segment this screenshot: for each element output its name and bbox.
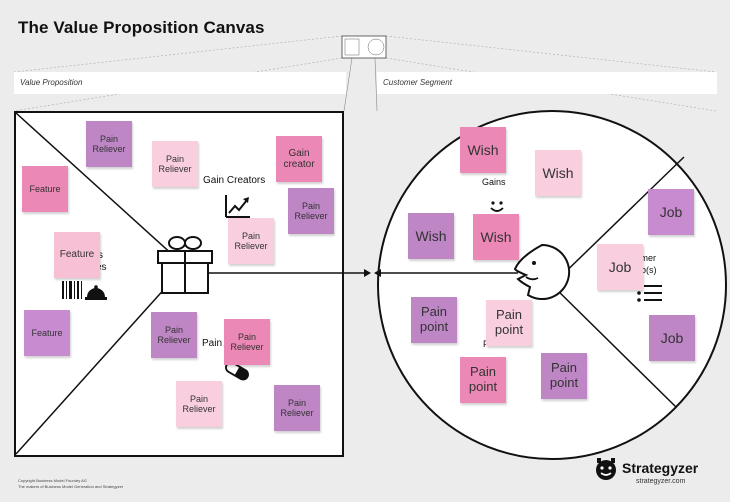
copyright-line-1: Copyright Business Model Foundry AG [18, 478, 87, 483]
sticky-note[interactable]: Job [649, 315, 695, 361]
customer-jobs-label-fragment-2: b(s) [641, 265, 657, 275]
copyright-line-2: The makers of Business Model Generation … [18, 484, 124, 489]
canvas-thumbnail [341, 35, 387, 59]
service-bell-icon [85, 285, 107, 300]
sticky-note[interactable]: Pain Reliever [274, 385, 320, 431]
sticky-note[interactable]: Pain point [460, 357, 506, 403]
sticky-note[interactable]: Pain point [411, 297, 457, 343]
sticky-note[interactable]: Wish [408, 213, 454, 259]
gift-icon [157, 236, 213, 294]
customer-segment-band: Customer Segment [377, 72, 717, 94]
gains-label: Gains [482, 177, 506, 187]
sticky-note[interactable]: Feature [54, 232, 100, 278]
products-label-fragment: s [98, 250, 103, 261]
sticky-note[interactable]: Job [597, 244, 643, 290]
smiley-icon [490, 201, 504, 212]
copyright-text: Copyright Business Model Foundry AG The … [18, 478, 123, 490]
sticky-note[interactable]: Pain Reliever [86, 121, 132, 167]
sticky-note[interactable]: Feature [22, 166, 68, 212]
sticky-note[interactable]: Pain Reliever [152, 141, 198, 187]
strategyzer-logo-icon [596, 458, 616, 480]
gain-creators-label: Gain Creators [203, 175, 266, 186]
sticky-note[interactable]: Pain Reliever [288, 188, 334, 234]
sticky-note[interactable]: Gain creator [276, 136, 322, 182]
sticky-note[interactable]: Job [648, 189, 694, 235]
pill-icon [225, 361, 249, 381]
customer-jobs-label-fragment-1: tomer [633, 253, 657, 263]
brand-name: Strategyzer [622, 460, 699, 476]
sticky-note[interactable]: Pain point [486, 300, 532, 346]
sticky-note[interactable]: Pain Reliever [224, 319, 270, 365]
gain-chart-icon [225, 195, 250, 218]
sticky-note[interactable]: Pain Reliever [228, 218, 274, 264]
sticky-note[interactable]: Wish [473, 214, 519, 260]
sticky-note[interactable]: Wish [460, 127, 506, 173]
sticky-note[interactable]: Pain point [541, 353, 587, 399]
sticky-note[interactable]: Wish [535, 150, 581, 196]
strategyzer-brand: Strategyzer strategyzer.com [594, 458, 698, 485]
customer-face-icon [513, 243, 571, 300]
pain-relievers-label-fragment: Pain [202, 338, 223, 349]
value-proposition-band: Value Proposition [14, 72, 346, 94]
sticky-note[interactable]: Pain Reliever [151, 312, 197, 358]
checklist-icon [637, 284, 662, 302]
products-barcode-icon [62, 281, 82, 299]
brand-url[interactable]: strategyzer.com [636, 478, 686, 485]
page-title: The Value Proposition Canvas [18, 18, 265, 37]
services-label-fragment: es [96, 262, 107, 273]
sticky-note[interactable]: Pain Reliever [176, 381, 222, 427]
sticky-note[interactable]: Feature [24, 310, 70, 356]
